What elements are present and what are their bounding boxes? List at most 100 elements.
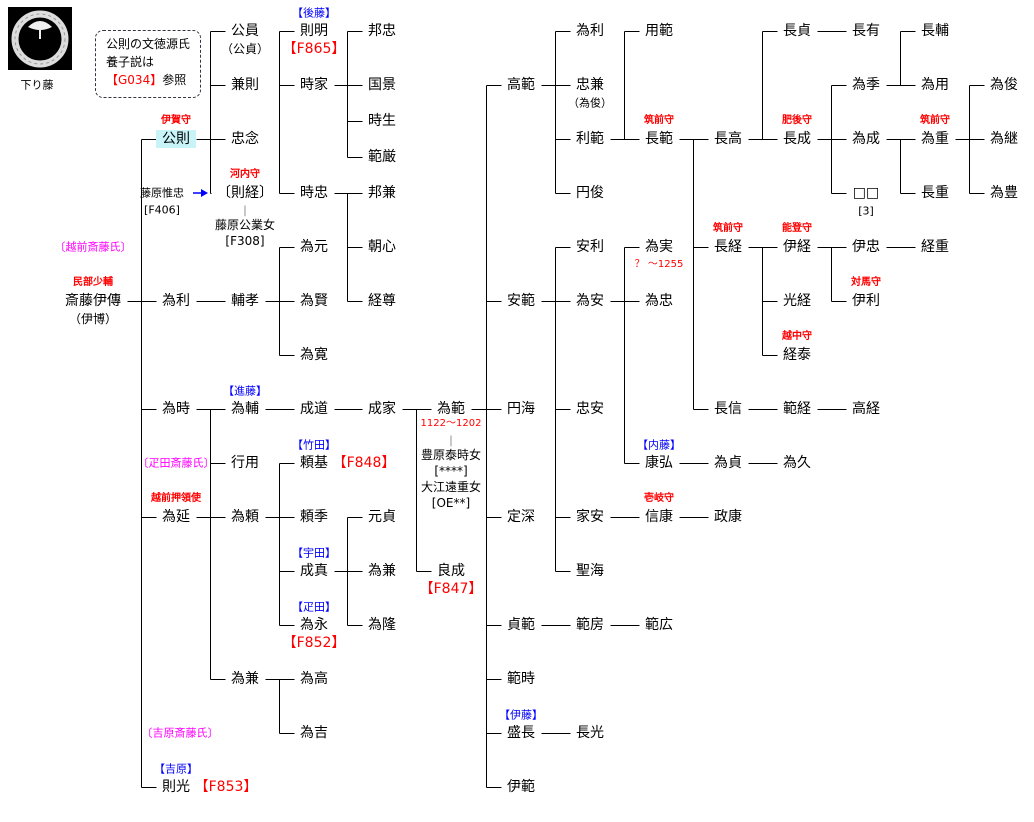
person-node-tamenaga[interactable]: 為永 (300, 617, 328, 633)
person-node-yasuhiro[interactable]: 康弘 (645, 455, 673, 471)
person-node-yorimoto[interactable]: 頼基 (300, 455, 328, 471)
person-node-tameshige[interactable]: 為重 (921, 131, 949, 147)
person-node-naganori[interactable]: 長範 (645, 131, 673, 147)
person-node-naganari[interactable]: 長成 (783, 131, 811, 147)
person-node-tametsugu[interactable]: 為継 (990, 131, 1018, 147)
person-node-root[interactable]: 斎藤伊傳 (65, 293, 121, 309)
note-ref-link[interactable]: 【G034】 (106, 73, 163, 87)
person-node-tameyasu[interactable]: 為安 (576, 293, 604, 309)
person-node-nagaari[interactable]: 長有 (852, 23, 880, 39)
person-node-tamenori[interactable]: 為範 (437, 401, 465, 417)
person-node-yorisue[interactable]: 頼季 (300, 509, 328, 525)
person-node-noritsune[interactable]: 〔則経〕 (217, 185, 273, 201)
person-node-joshin[interactable]: 定深 (507, 509, 535, 525)
adoptive-parent-ref[interactable]: [F406] (144, 203, 180, 217)
person-node-naganobu[interactable]: 長信 (714, 401, 742, 417)
person-node-yukimochi[interactable]: 行用 (231, 455, 259, 471)
person-node-yasutoshi[interactable]: 安利 (576, 239, 604, 255)
person-node-toshinori[interactable]: 利範 (576, 131, 604, 147)
person-node-tamehiro[interactable]: 為寛 (300, 347, 328, 363)
person-node-tamekata[interactable]: 為賢 (300, 293, 328, 309)
person-node-tamesada[interactable]: 為貞 (714, 455, 742, 471)
reference-link[interactable]: 【F865】 (282, 41, 346, 57)
reference-link[interactable]: 【F848】 (332, 455, 396, 471)
person-node-tameyoshi[interactable]: 為吉 (300, 725, 328, 741)
person-node-narie[interactable]: 成家 (368, 401, 396, 417)
person-node-tokitada[interactable]: 時忠 (300, 185, 328, 201)
person-node-narizane[interactable]: 成真 (300, 563, 328, 579)
person-node-kunikane[interactable]: 邦兼 (368, 185, 396, 201)
person-node-enshun[interactable]: 円俊 (576, 185, 604, 201)
person-node-tametada[interactable]: 為忠 (645, 293, 673, 309)
person-node-tokio[interactable]: 時生 (368, 113, 396, 129)
person-node-ieyasu[interactable]: 家安 (576, 509, 604, 525)
person-node-tametoshi2[interactable]: 為利 (576, 23, 604, 39)
person-node-seikai[interactable]: 聖海 (576, 563, 604, 579)
person-node-tamezane[interactable]: 為実 (645, 239, 673, 255)
person-node-norifusa[interactable]: 範房 (576, 617, 604, 633)
person-node-tsuneyasu[interactable]: 経泰 (783, 347, 811, 363)
person-node-tameyori[interactable]: 為頼 (231, 509, 259, 525)
person-node-takatsune[interactable]: 高経 (852, 401, 880, 417)
person-node-masayasu[interactable]: 政康 (714, 509, 742, 525)
person-node-tamesuke[interactable]: 為輔 (231, 401, 259, 417)
person-node-yoshinari[interactable]: 良成 (437, 563, 465, 579)
person-node-tamenari[interactable]: 為成 (852, 131, 880, 147)
person-node-mochinori[interactable]: 用範 (645, 23, 673, 39)
reference-link[interactable]: 【F853】 (194, 779, 258, 795)
person-node-norihiro[interactable]: 範広 (645, 617, 673, 633)
person-node-korenori[interactable]: 伊範 (507, 779, 535, 795)
person-node-unknown[interactable]: □□ (852, 185, 880, 201)
person-node-noriaki[interactable]: 則明 (300, 23, 328, 39)
person-node-koretada[interactable]: 伊忠 (852, 239, 880, 255)
person-node-nagatsune[interactable]: 長経 (714, 239, 742, 255)
person-node-koretsune[interactable]: 伊経 (783, 239, 811, 255)
person-node-nobuyasu[interactable]: 信康 (645, 509, 673, 525)
person-node-koretoshi[interactable]: 伊利 (852, 293, 880, 309)
person-node-nagamitsu[interactable]: 長光 (576, 725, 604, 741)
person-node-kunikage[interactable]: 国景 (368, 77, 396, 93)
person-node-kunitada[interactable]: 邦忠 (368, 23, 396, 39)
person-node-tamenobu[interactable]: 為延 (162, 509, 190, 525)
person-node-nagataka[interactable]: 長高 (714, 131, 742, 147)
person-node-kimikazu[interactable]: 公員 (231, 23, 259, 39)
person-node-tametoki[interactable]: 為時 (162, 401, 190, 417)
person-node-yasunori[interactable]: 安範 (507, 293, 535, 309)
person-node-tadayasu[interactable]: 忠安 (576, 401, 604, 417)
person-node-tamekane2[interactable]: 為兼 (368, 563, 396, 579)
person-node-hangen[interactable]: 範厳 (368, 149, 396, 165)
person-node-chunen[interactable]: 忠念 (231, 131, 259, 147)
person-node-keison[interactable]: 経尊 (368, 293, 396, 309)
person-node-sadanori[interactable]: 貞範 (507, 617, 535, 633)
reference-link[interactable]: 【F852】 (282, 635, 346, 651)
person-node-morinaga[interactable]: 盛長 (507, 725, 535, 741)
person-node-tamesue[interactable]: 為季 (852, 77, 880, 93)
person-node-choshin[interactable]: 朝心 (368, 239, 396, 255)
person-node-tamekane1[interactable]: 為兼 (231, 671, 259, 687)
person-node-tamemoto[interactable]: 為元 (300, 239, 328, 255)
person-node-tametoshi1[interactable]: 為利 (162, 293, 190, 309)
person-node-enkai[interactable]: 円海 (507, 401, 535, 417)
person-node-mitsutsune[interactable]: 光経 (783, 293, 811, 309)
person-node-tametoyo[interactable]: 為豊 (990, 185, 1018, 201)
person-node-tamemochi[interactable]: 為用 (921, 77, 949, 93)
person-node-tadakane[interactable]: 忠兼 (576, 77, 604, 93)
person-node-kinnori[interactable]: 公則 (156, 130, 196, 148)
reference-link[interactable]: 【F847】 (419, 581, 483, 597)
person-node-noritsune2[interactable]: 範経 (783, 401, 811, 417)
person-node-tsuneshige[interactable]: 経重 (921, 239, 949, 255)
person-node-tametaka[interactable]: 為高 (300, 671, 328, 687)
person-node-kanenori[interactable]: 兼則 (231, 77, 259, 93)
person-node-tametaka2[interactable]: 為隆 (368, 617, 396, 633)
person-node-tamehisa[interactable]: 為久 (783, 455, 811, 471)
person-node-narimichi[interactable]: 成道 (300, 401, 328, 417)
person-node-takanori[interactable]: 高範 (507, 77, 535, 93)
person-node-nagasada[interactable]: 長貞 (783, 23, 811, 39)
person-node-sukeyoshi[interactable]: 輔孝 (231, 293, 259, 309)
person-node-motosada[interactable]: 元貞 (368, 509, 396, 525)
person-node-nagashige[interactable]: 長重 (921, 185, 949, 201)
person-node-noritoki[interactable]: 範時 (507, 671, 535, 687)
person-node-tokiie[interactable]: 時家 (300, 77, 328, 93)
person-node-norimitsu[interactable]: 則光 (162, 779, 190, 795)
person-node-tametoshi3[interactable]: 為俊 (990, 77, 1018, 93)
